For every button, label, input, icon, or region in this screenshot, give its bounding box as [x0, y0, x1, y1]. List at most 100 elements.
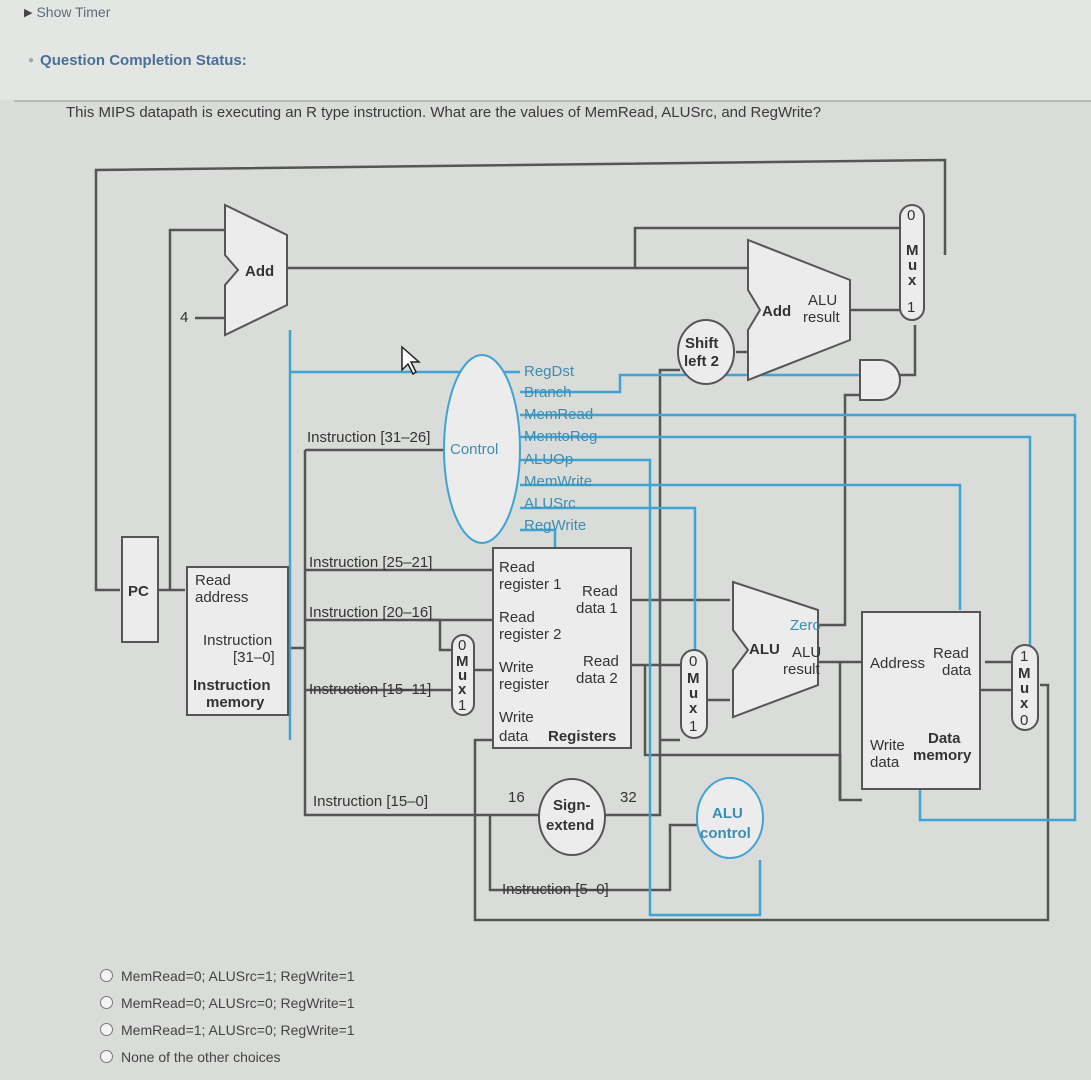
svg-text:1: 1	[907, 299, 915, 316]
label-instr-31-26: Instruction [31–26]	[307, 429, 430, 446]
svg-text:M: M	[456, 653, 469, 670]
svg-text:0: 0	[689, 653, 697, 670]
svg-text:MemRead: MemRead	[524, 406, 593, 423]
svg-text:ALUOp: ALUOp	[524, 451, 573, 468]
choice-label: MemRead=0; ALUSrc=0; RegWrite=1	[121, 994, 355, 1011]
svg-text:left 2: left 2	[684, 353, 719, 370]
svg-text:Write: Write	[870, 737, 905, 754]
svg-text:1: 1	[458, 697, 466, 714]
shift-left-unit: Shift left 2	[677, 319, 735, 385]
add-unit-branch: Add ALU result	[747, 238, 851, 382]
mux-branch: 0 M u x 1	[899, 204, 925, 321]
svg-text:result: result	[783, 661, 821, 678]
svg-text:Control: Control	[450, 441, 498, 458]
svg-text:ALUSrc: ALUSrc	[524, 495, 576, 512]
svg-text:Read: Read	[499, 609, 535, 626]
svg-text:Zero: Zero	[790, 617, 821, 634]
svg-text:x: x	[908, 272, 917, 289]
label-instr-25-21: Instruction [25–21]	[309, 554, 432, 571]
svg-text:Address: Address	[870, 655, 925, 672]
choice-2[interactable]: MemRead=0; ALUSrc=0; RegWrite=1	[100, 989, 355, 1016]
label-bits-16: 16	[508, 789, 525, 806]
svg-text:data: data	[499, 728, 529, 745]
choice-label: None of the other choices	[121, 1048, 281, 1065]
svg-text:ALU: ALU	[712, 805, 743, 822]
svg-text:data: data	[942, 662, 972, 679]
svg-text:ALU: ALU	[808, 292, 837, 309]
svg-text:Write: Write	[499, 709, 534, 726]
radio-icon[interactable]	[100, 1023, 113, 1036]
svg-text:1: 1	[689, 718, 697, 735]
svg-text:Instruction: Instruction	[203, 632, 272, 649]
question-text: This MIPS datapath is executing an R typ…	[66, 104, 822, 121]
answer-choices: MemRead=0; ALUSrc=1; RegWrite=1 MemRead=…	[100, 962, 355, 1070]
radio-icon[interactable]	[100, 1050, 113, 1063]
mux-regdst: 0 M u x 1	[451, 634, 475, 716]
svg-text:u: u	[908, 257, 917, 274]
constant-four: 4	[180, 309, 188, 326]
top-bar	[0, 0, 1091, 100]
pc-register: PC	[121, 536, 159, 643]
control-unit: Control	[443, 354, 521, 544]
label-instr-5-0: Instruction [5–0]	[502, 881, 609, 898]
alu-control-unit: ALU control	[696, 777, 764, 859]
svg-text:ALU: ALU	[749, 641, 780, 658]
svg-text:u: u	[458, 667, 467, 684]
svg-text:u: u	[1020, 680, 1029, 697]
mips-datapath-diagram: Add 4 Add ALU result Shift left 2 0 M u …	[94, 158, 1077, 922]
show-timer-label: Show Timer	[36, 4, 111, 20]
choice-label: MemRead=0; ALUSrc=1; RegWrite=1	[121, 967, 355, 984]
choice-3[interactable]: MemRead=1; ALUSrc=0; RegWrite=1	[100, 1016, 355, 1043]
svg-text:PC: PC	[128, 583, 149, 600]
svg-text:Shift: Shift	[685, 335, 718, 352]
svg-text:data 1: data 1	[576, 600, 618, 617]
bullet-icon: ●	[28, 55, 35, 66]
divider	[14, 100, 1091, 102]
svg-text:Read: Read	[933, 645, 969, 662]
choice-1[interactable]: MemRead=0; ALUSrc=1; RegWrite=1	[100, 962, 355, 989]
svg-text:0: 0	[1020, 712, 1028, 729]
svg-text:register 1: register 1	[499, 576, 562, 593]
svg-text:control: control	[700, 825, 751, 842]
label-instr-15-0: Instruction [15–0]	[313, 793, 428, 810]
mux-memtoreg: 1 M u x 0	[1011, 644, 1039, 731]
svg-text:Read: Read	[195, 572, 231, 589]
svg-text:Registers: Registers	[548, 728, 616, 745]
svg-text:M: M	[687, 670, 700, 687]
label-bits-32: 32	[620, 789, 637, 806]
svg-text:memory: memory	[206, 694, 265, 711]
svg-text:Add: Add	[762, 303, 791, 320]
choice-4[interactable]: None of the other choices	[100, 1043, 355, 1070]
label-instr-15-11: Instruction [15–11]	[309, 681, 431, 698]
svg-text:M: M	[906, 242, 919, 259]
label-instr-20-16: Instruction [20–16]	[309, 604, 432, 621]
svg-text:Read: Read	[582, 583, 618, 600]
svg-text:data 2: data 2	[576, 670, 618, 687]
question-completion-status[interactable]: ● Question Completion Status:	[28, 52, 247, 69]
svg-text:RegWrite: RegWrite	[524, 517, 586, 534]
svg-text:Add: Add	[245, 263, 274, 280]
svg-text:x: x	[689, 700, 698, 717]
svg-text:extend: extend	[546, 817, 594, 834]
svg-text:data: data	[870, 754, 900, 771]
and-gate	[859, 359, 901, 401]
show-timer-toggle[interactable]: ▶ Show Timer	[24, 4, 110, 20]
radio-icon[interactable]	[100, 969, 113, 982]
svg-text:register: register	[499, 676, 549, 693]
svg-text:Sign-: Sign-	[553, 797, 591, 814]
svg-text:Read: Read	[499, 559, 535, 576]
sign-extend-unit: Sign- extend	[538, 778, 606, 856]
svg-text:RegDst: RegDst	[524, 363, 575, 380]
choice-label: MemRead=1; ALUSrc=0; RegWrite=1	[121, 1021, 355, 1038]
svg-text:Instruction: Instruction	[193, 677, 271, 694]
mux-alusrc: 0 M u x 1	[680, 649, 708, 739]
svg-text:0: 0	[907, 207, 915, 224]
svg-text:Read: Read	[583, 653, 619, 670]
register-file: Read register 1 Read register 2 Write re…	[492, 547, 632, 749]
svg-text:Write: Write	[499, 659, 534, 676]
svg-text:Branch: Branch	[524, 384, 572, 401]
radio-icon[interactable]	[100, 996, 113, 1009]
svg-text:x: x	[1020, 695, 1029, 712]
add-unit-top: Add	[224, 203, 288, 337]
svg-text:Data: Data	[928, 730, 961, 747]
